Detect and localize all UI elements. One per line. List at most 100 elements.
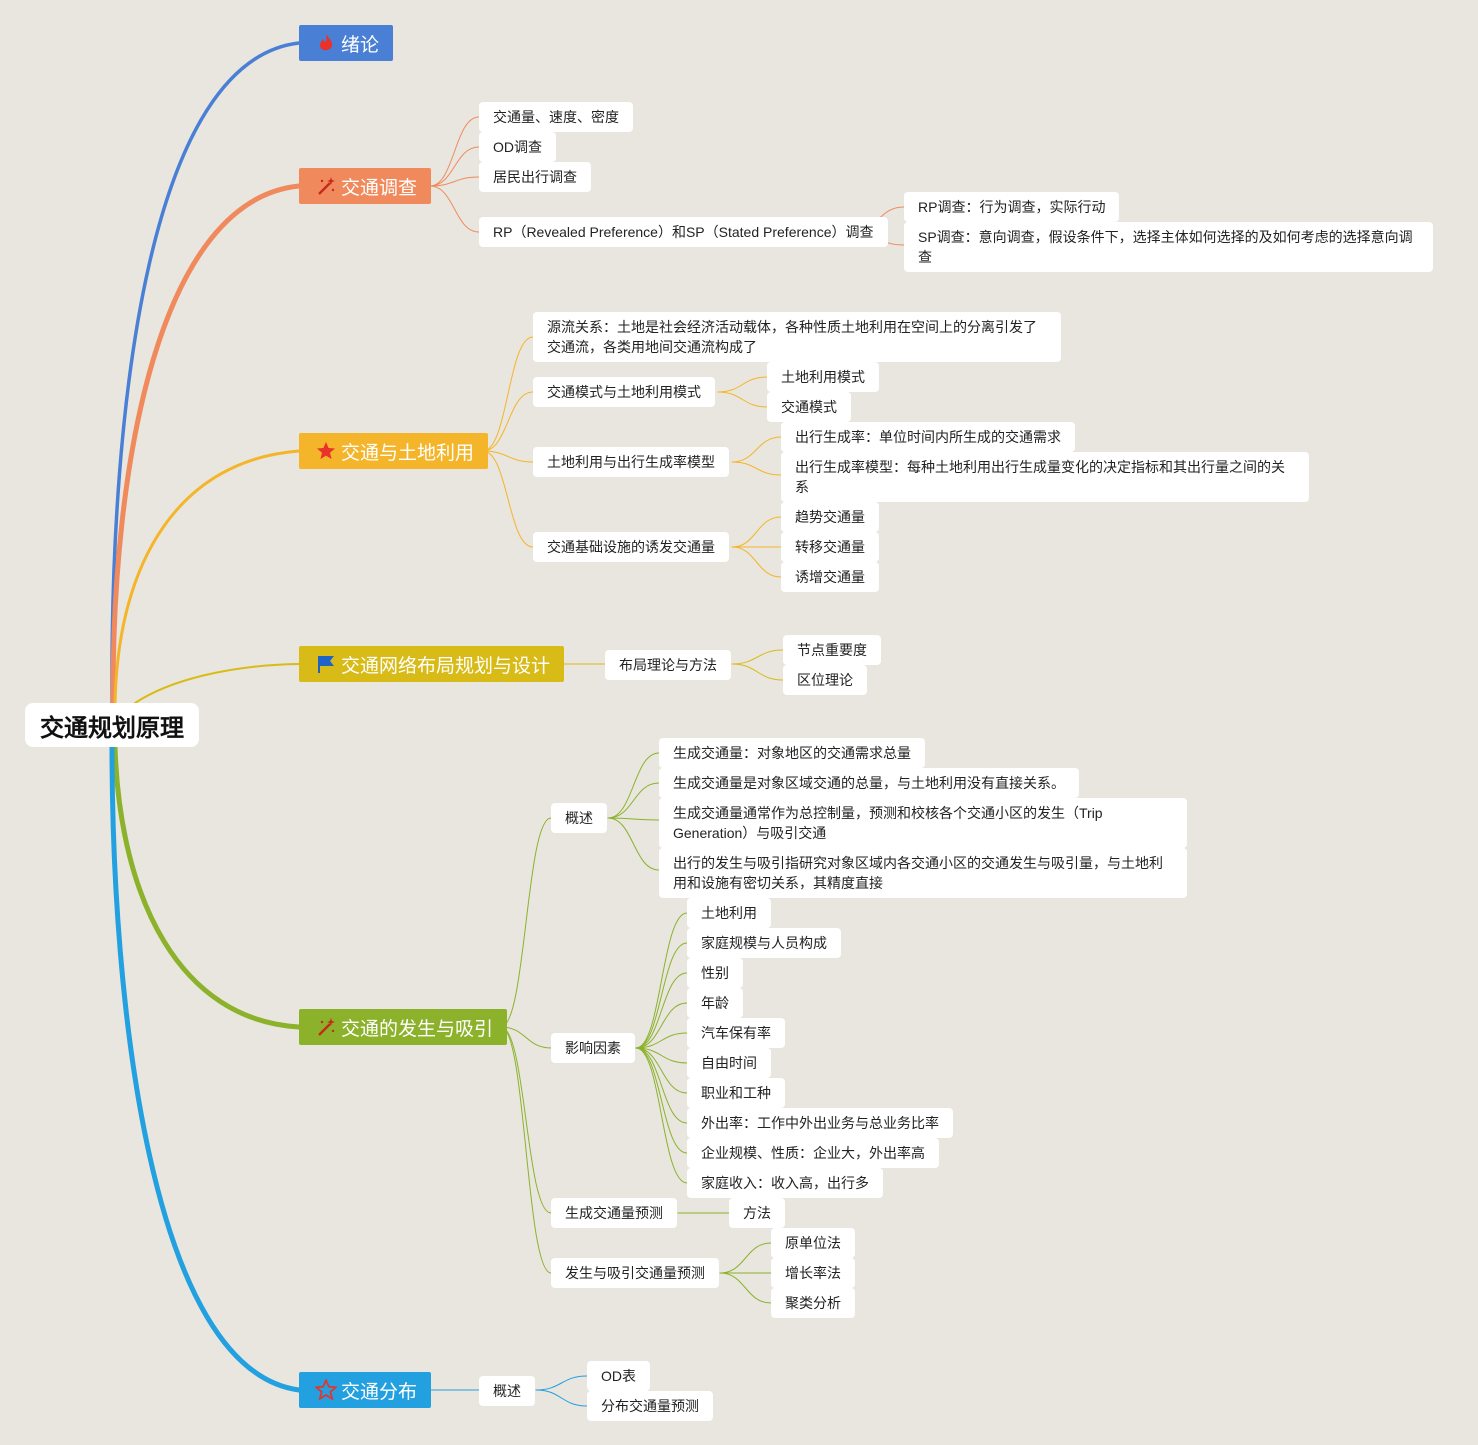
connector	[500, 817, 552, 1028]
connector	[635, 972, 688, 1049]
leaf-trend[interactable]: 趋势交通量	[781, 502, 879, 532]
leaf-source-flow[interactable]: 源流关系：土地是社会经济活动载体，各种性质土地利用在空间上的分离引发了交通流，各…	[533, 312, 1061, 362]
leaf-survey-resident[interactable]: 居民出行调查	[479, 162, 591, 192]
leaf-factor[interactable]: 自由时间	[687, 1048, 771, 1078]
leaf-method[interactable]: 方法	[729, 1198, 785, 1228]
leaf-growth-method[interactable]: 增长率法	[771, 1258, 855, 1288]
leaf-gen-overview-4[interactable]: 出行的发生与吸引指研究对象区域内各交通小区的交通发生与吸引量，与土地利用和设施有…	[659, 848, 1187, 898]
connector	[429, 146, 480, 187]
leaf-factor[interactable]: 性别	[687, 958, 743, 988]
connector	[134, 663, 300, 704]
magic-wand-icon	[315, 175, 337, 197]
node-mode[interactable]: 交通模式与土地利用模式	[533, 377, 715, 407]
connector	[719, 1272, 772, 1304]
connector	[500, 1026, 552, 1214]
branch-label: 交通分布	[341, 1381, 418, 1403]
connector	[731, 461, 782, 476]
connector	[635, 1047, 688, 1184]
connector	[731, 663, 784, 681]
leaf-factor[interactable]: 汽车保有率	[687, 1018, 785, 1048]
node-ga-forecast[interactable]: 发生与吸引交通量预测	[551, 1258, 719, 1288]
connector	[635, 1047, 688, 1064]
leaf-cluster[interactable]: 聚类分析	[771, 1288, 855, 1318]
leaf-gen-overview-2[interactable]: 生成交通量是对象区域交通的总量，与土地利用没有直接关系。	[659, 768, 1079, 798]
leaf-factor[interactable]: 年龄	[687, 988, 743, 1018]
leaf-factor[interactable]: 外出率：工作中外出业务与总业务比率	[687, 1108, 953, 1138]
root-node[interactable]: 交通规划原理	[25, 703, 199, 747]
connector	[635, 942, 688, 1049]
leaf-rate[interactable]: 出行生成率：单位时间内所生成的交通需求	[781, 422, 1075, 452]
connector	[717, 391, 768, 408]
connector	[429, 176, 480, 187]
branch-intro[interactable]: 绪论	[299, 25, 394, 61]
branch-survey[interactable]: 交通调查	[299, 168, 432, 204]
connector	[500, 1026, 552, 1049]
leaf-node-importance[interactable]: 节点重要度	[783, 635, 881, 665]
connector	[500, 1026, 552, 1274]
leaf-survey-rpsp[interactable]: RP（Revealed Preference）和SP（Stated Prefer…	[479, 217, 888, 247]
leaf-unit-method[interactable]: 原单位法	[771, 1228, 855, 1258]
leaf-survey-volume[interactable]: 交通量、速度、密度	[479, 102, 633, 132]
node-gen-overview[interactable]: 概述	[551, 803, 607, 833]
leaf-factor[interactable]: 职业和工种	[687, 1078, 785, 1108]
leaf-induced[interactable]: 诱增交通量	[781, 562, 879, 592]
leaf-gen-overview-3[interactable]: 生成交通量通常作为总控制量，预测和校核各个交通小区的发生（Trip Genera…	[659, 798, 1187, 848]
branch-label: 绪论	[341, 34, 380, 56]
flag-icon	[315, 653, 337, 675]
branch-label: 交通调查	[341, 177, 418, 199]
connector	[429, 185, 480, 233]
connector	[717, 376, 768, 393]
node-dist-overview[interactable]: 概述	[479, 1376, 535, 1406]
connector	[635, 1047, 688, 1154]
node-total-forecast[interactable]: 生成交通量预测	[551, 1198, 677, 1228]
leaf-location-theory[interactable]: 区位理论	[783, 665, 867, 695]
leaf-factor[interactable]: 土地利用	[687, 898, 771, 928]
connector	[607, 817, 660, 821]
branch-label: 交通与土地利用	[341, 442, 475, 464]
leaf-gen-overview-1[interactable]: 生成交通量：对象地区的交通需求总量	[659, 738, 925, 768]
leaf-rate-model[interactable]: 出行生成率模型：每种土地利用出行生成量变化的决定指标和其出行量之间的关系	[781, 452, 1309, 502]
connector	[110, 183, 302, 706]
leaf-factor[interactable]: 企业规模、性质：企业大，外出率高	[687, 1138, 939, 1168]
star-icon	[315, 440, 337, 462]
connector	[482, 391, 534, 452]
branch-distribution[interactable]: 交通分布	[299, 1372, 432, 1408]
connector	[719, 1242, 772, 1274]
connector	[731, 516, 782, 548]
leaf-rp[interactable]: RP调查：行为调查，实际行动	[904, 192, 1120, 222]
leaf-dist-forecast[interactable]: 分布交通量预测	[587, 1391, 713, 1421]
connector	[535, 1389, 588, 1407]
node-layout-method[interactable]: 布局理论与方法	[605, 650, 731, 680]
leaf-landuse-mode[interactable]: 土地利用模式	[767, 362, 879, 392]
leaf-sp[interactable]: SP调查：意向调查，假设条件下，选择主体如何选择的及如何考虑的选择意向调查	[904, 222, 1433, 272]
leaf-factor[interactable]: 家庭收入：收入高，出行多	[687, 1168, 883, 1198]
branch-network[interactable]: 交通网络布局规划与设计	[299, 646, 565, 682]
connector	[635, 1002, 688, 1049]
leaf-transfer[interactable]: 转移交通量	[781, 532, 879, 562]
connector	[635, 1032, 688, 1049]
star-outline-icon	[315, 1379, 337, 1401]
connector	[482, 450, 534, 548]
node-rate-model[interactable]: 土地利用与出行生成率模型	[533, 447, 729, 477]
node-induced[interactable]: 交通基础设施的诱发交通量	[533, 532, 729, 562]
branch-label: 交通网络布局规划与设计	[341, 655, 551, 677]
branch-generation[interactable]: 交通的发生与吸引	[299, 1009, 508, 1045]
node-factors[interactable]: 影响因素	[551, 1033, 635, 1063]
connector	[731, 436, 782, 463]
connector	[635, 1047, 688, 1124]
connector	[110, 41, 301, 705]
leaf-od-table[interactable]: OD表	[587, 1361, 650, 1391]
connector	[607, 752, 660, 819]
connector	[535, 1375, 588, 1391]
connector	[429, 116, 480, 187]
connector	[482, 450, 534, 463]
branch-landuse[interactable]: 交通与土地利用	[299, 433, 489, 469]
connector	[607, 782, 660, 819]
leaf-survey-od[interactable]: OD调查	[479, 132, 556, 162]
leaf-traffic-mode[interactable]: 交通模式	[767, 392, 851, 422]
magic-wand-icon	[315, 1016, 337, 1038]
leaf-factor[interactable]: 家庭规模与人员构成	[687, 928, 841, 958]
connector	[635, 1047, 688, 1094]
connector	[607, 817, 660, 871]
